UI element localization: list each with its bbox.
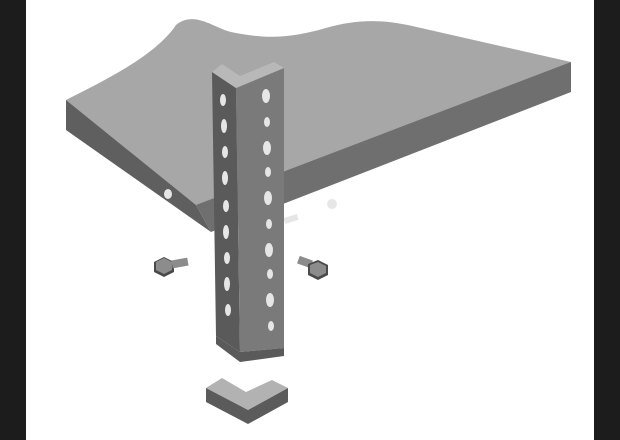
hex-bolt-left [154, 257, 189, 277]
upright-bottom-edge [216, 336, 284, 362]
right-frame-bar [594, 0, 620, 440]
upright-right-face [236, 68, 284, 352]
hex-bolt-right [297, 255, 328, 280]
shelving-assembly-illustration [26, 0, 594, 440]
shelf-right-lip [196, 62, 571, 232]
shelf-lip-hole [164, 189, 172, 199]
upright-left-slots [220, 94, 231, 316]
shelf-front-lip [66, 100, 211, 232]
shelf-lip-hole [327, 199, 337, 209]
upright-right-slots [262, 89, 274, 331]
left-frame-bar [0, 0, 26, 440]
shelf-lip-slot [283, 213, 299, 225]
corner-foot-cap [206, 378, 288, 424]
assembly-drawing [66, 19, 571, 424]
shelf-top-surface [66, 19, 571, 205]
upright-top-edge [212, 62, 284, 88]
